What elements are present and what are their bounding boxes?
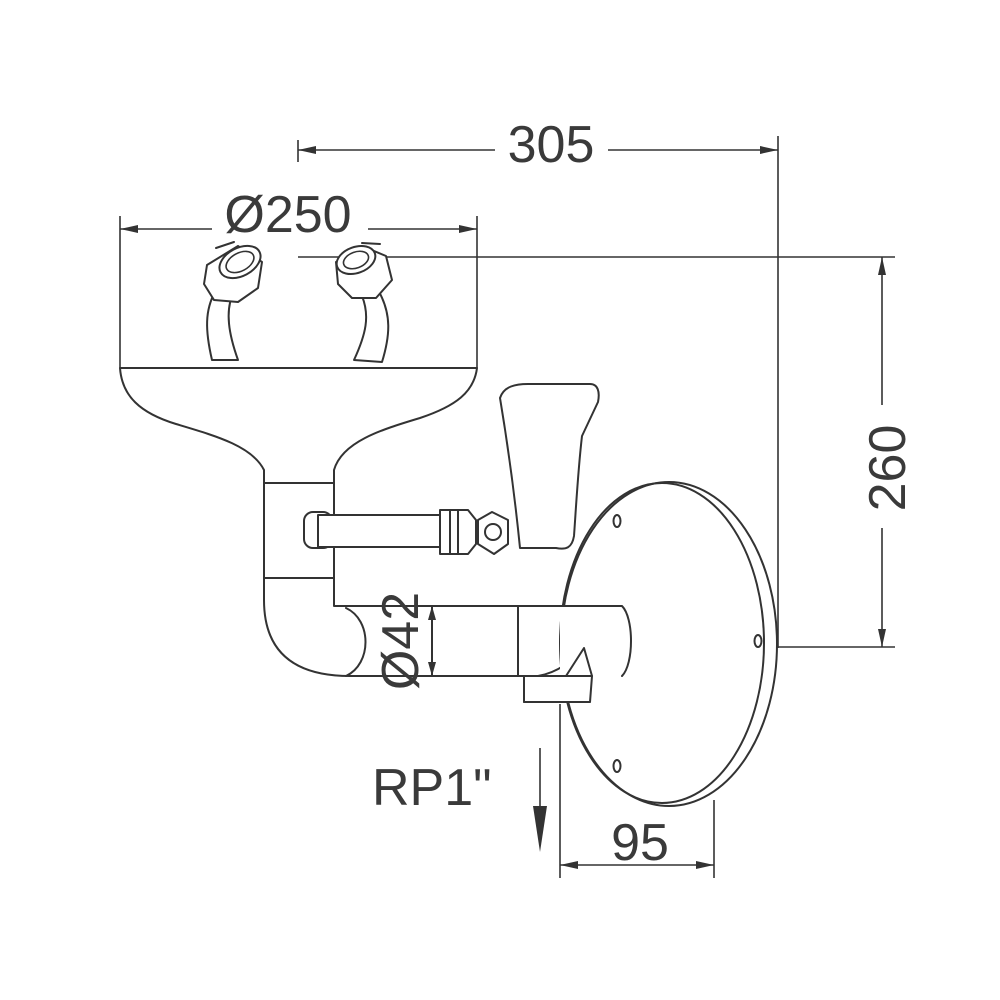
dim-wall-plate-depth-label: 95 xyxy=(611,814,669,872)
eyewash-bowl xyxy=(119,367,478,484)
dim-overall-height-label: 260 xyxy=(859,425,917,512)
dim-bowl-diameter: Ø250 xyxy=(119,186,478,368)
push-handle xyxy=(499,383,600,550)
wall-flange xyxy=(559,481,778,807)
dim-overall-width-label: 305 xyxy=(508,116,595,174)
dim-overall-height: 260 xyxy=(298,256,917,648)
dim-pipe-diameter-label: Ø42 xyxy=(372,592,430,690)
dim-pipe-diameter: Ø42 xyxy=(372,592,436,690)
valve-actuator xyxy=(303,509,509,555)
inlet-label: RP1" xyxy=(372,759,492,817)
dim-overall-width: 305 xyxy=(297,116,779,648)
dim-bowl-diameter-label: Ø250 xyxy=(224,186,351,244)
right-sprayhead xyxy=(335,242,393,363)
inlet-callout: RP1" xyxy=(372,748,547,852)
left-sprayhead xyxy=(203,241,263,361)
valve-outlet xyxy=(523,647,593,703)
dim-wall-plate-depth: 95 xyxy=(559,704,715,878)
